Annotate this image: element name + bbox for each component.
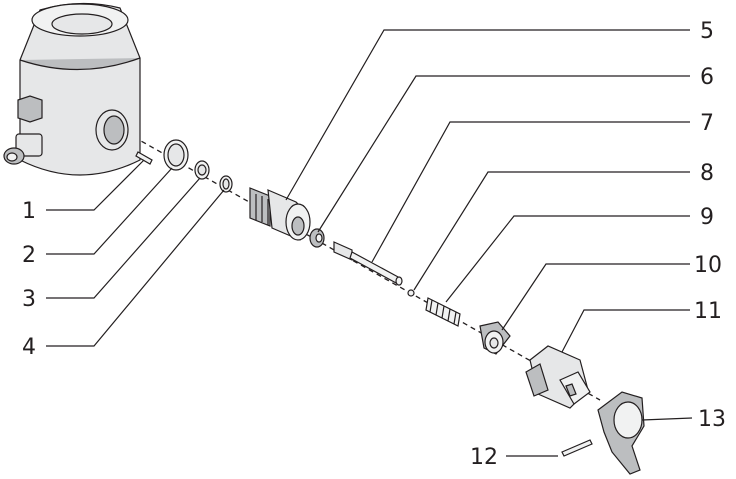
leader-5 <box>285 29 690 201</box>
callout-12: 12 <box>470 445 498 470</box>
part-12-pin <box>561 439 593 457</box>
callout-7: 7 <box>700 111 714 136</box>
part-4-snap-ring <box>219 175 233 193</box>
leader-13 <box>641 417 693 421</box>
part-10-retainer <box>479 321 511 355</box>
part-2-oring <box>163 139 189 171</box>
callout-4: 4 <box>22 335 36 360</box>
callout-13: 13 <box>698 407 726 432</box>
callout-8: 8 <box>700 161 714 186</box>
part-1-pin <box>135 151 153 165</box>
part-9-spring <box>425 297 461 327</box>
leader-8 <box>413 171 690 291</box>
part-7-stem <box>333 241 403 286</box>
part-11-cam-body <box>525 345 591 409</box>
assembly-axis <box>117 127 601 401</box>
leader-9 <box>445 215 690 303</box>
callout-1: 1 <box>22 199 36 224</box>
callout-6: 6 <box>700 65 714 90</box>
callout-3: 3 <box>22 287 36 312</box>
callout-9: 9 <box>700 205 714 230</box>
leader-4 <box>46 189 225 347</box>
part-6-bushing <box>309 228 325 248</box>
leader-6 <box>317 75 690 233</box>
leader-1 <box>46 159 145 211</box>
callout-11: 11 <box>694 299 722 324</box>
leader-lines <box>46 29 693 457</box>
leader-2 <box>46 167 173 255</box>
leader-7 <box>371 121 690 263</box>
part-8-ball <box>407 289 415 297</box>
part-13-handle <box>597 391 645 475</box>
part-5-seat-housing <box>249 187 311 241</box>
leader-10 <box>501 263 690 331</box>
callout-10: 10 <box>694 253 722 278</box>
leader-3 <box>46 177 201 299</box>
valve-body <box>3 2 141 176</box>
leader-11 <box>561 309 690 353</box>
part-3-ring <box>194 160 210 180</box>
callout-5: 5 <box>700 19 714 44</box>
callout-2: 2 <box>22 243 36 268</box>
